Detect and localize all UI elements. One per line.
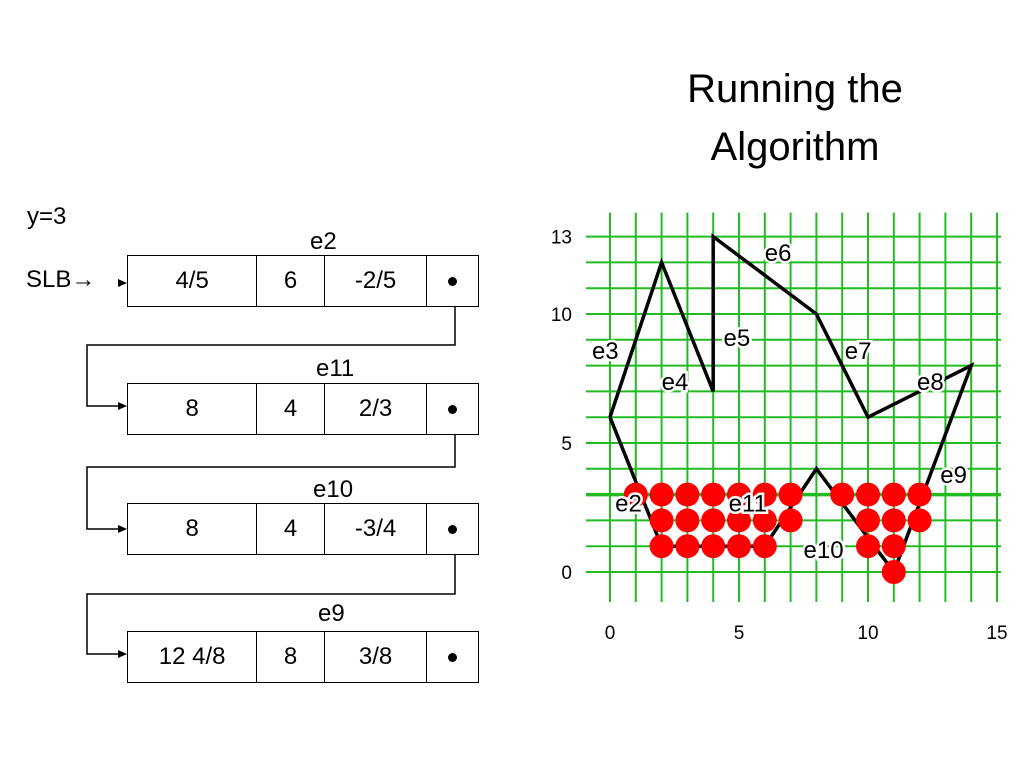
title-line-2: Algorithm	[710, 125, 880, 169]
link-3	[86, 531, 456, 655]
filled-pixel	[907, 482, 932, 507]
record-x: 8	[128, 504, 258, 554]
edge-record-e2: 4/5 6 -2/5	[127, 255, 479, 307]
filled-pixel	[727, 508, 751, 533]
slb-label: SLB→	[26, 266, 96, 293]
filled-pixel	[649, 508, 674, 533]
arrow-3	[118, 525, 127, 533]
record-edge-label: e9	[318, 600, 345, 627]
x-tick-label: 10	[857, 623, 878, 644]
filled-pixel	[701, 482, 726, 507]
record-slope: -3/4	[325, 504, 428, 554]
filled-pixel	[907, 508, 932, 533]
record-next	[427, 256, 478, 306]
edge-record-e11: 8 4 2/3	[127, 383, 479, 435]
record-slope: -2/5	[325, 256, 428, 306]
record-ymax: 8	[257, 632, 325, 682]
filled-pixel	[830, 482, 855, 507]
arrow-4	[118, 650, 127, 658]
record-next	[427, 632, 478, 682]
filled-pixel	[675, 534, 700, 559]
record-edge-label: e11	[316, 355, 355, 382]
record-ymax: 4	[257, 384, 325, 434]
link-1	[86, 283, 456, 407]
scanline-label: y=3	[27, 203, 67, 230]
filled-pixel	[856, 508, 880, 533]
record-edge-label: e2	[310, 228, 337, 255]
filled-pixel	[752, 534, 777, 559]
arrow-2	[118, 402, 127, 410]
filled-pixel	[856, 482, 880, 507]
record-next	[427, 504, 478, 554]
edge-label-e6: e6	[765, 240, 792, 267]
filled-pixel	[778, 482, 803, 507]
record-ymax: 4	[257, 504, 325, 554]
record-slope: 3/8	[325, 632, 428, 682]
filled-pixel	[649, 534, 674, 559]
filled-pixel	[649, 482, 674, 507]
filled-pixel	[727, 534, 751, 559]
record-x: 4/5	[128, 256, 258, 306]
title-line-1: Running the	[687, 67, 903, 111]
edge-label-e2: e2	[615, 490, 642, 517]
slide-title: Running the Algorithm	[640, 60, 950, 176]
pointer-dot	[448, 276, 458, 286]
record-x: 8	[128, 384, 258, 434]
record-ymax: 6	[257, 256, 325, 306]
filled-pixel	[881, 482, 906, 507]
record-next	[427, 384, 478, 434]
arrow-1	[118, 279, 127, 287]
edge-label-e4: e4	[662, 369, 689, 396]
edge-label-e5: e5	[724, 325, 751, 352]
filled-pixel	[701, 534, 726, 559]
filled-pixel	[778, 508, 803, 533]
filled-pixel	[752, 482, 777, 507]
x-tick-label: 5	[734, 623, 745, 644]
filled-pixel	[727, 482, 751, 507]
edge-label-e3: e3	[592, 338, 619, 365]
record-slope: 2/3	[325, 384, 428, 434]
edge-label-e11: e11	[729, 490, 767, 517]
edge-label-e9: e9	[940, 462, 967, 489]
filled-pixel	[675, 508, 700, 533]
filled-pixel	[675, 482, 700, 507]
edge-label-e7: e7	[845, 338, 872, 365]
pointer-dot	[448, 404, 458, 414]
y-tick-label: 5	[561, 434, 572, 455]
record-edge-label: e10	[313, 476, 354, 503]
edge-record-e9: 12 4/8 8 3/8	[127, 631, 479, 683]
filled-pixel	[701, 508, 726, 533]
x-tick-label: 15	[986, 623, 1007, 644]
filled-pixel	[623, 482, 648, 507]
edge-label-e10: e10	[804, 537, 844, 564]
edge-label-e8: e8	[917, 369, 944, 396]
link-2	[86, 412, 456, 530]
filled-pixel	[752, 508, 777, 533]
filled-pixel	[881, 508, 906, 533]
pointer-dot	[448, 524, 458, 534]
filled-pixel	[881, 560, 906, 584]
x-tick-label: 0	[605, 623, 616, 644]
filled-pixel	[856, 534, 880, 559]
edge-record-e10: 8 4 -3/4	[127, 503, 479, 555]
filled-pixel	[881, 534, 906, 559]
pointer-dot	[448, 652, 458, 662]
record-x: 12 4/8	[128, 632, 258, 682]
y-tick-label: 13	[551, 228, 572, 249]
y-tick-label: 0	[561, 563, 572, 584]
y-tick-label: 10	[551, 305, 572, 326]
